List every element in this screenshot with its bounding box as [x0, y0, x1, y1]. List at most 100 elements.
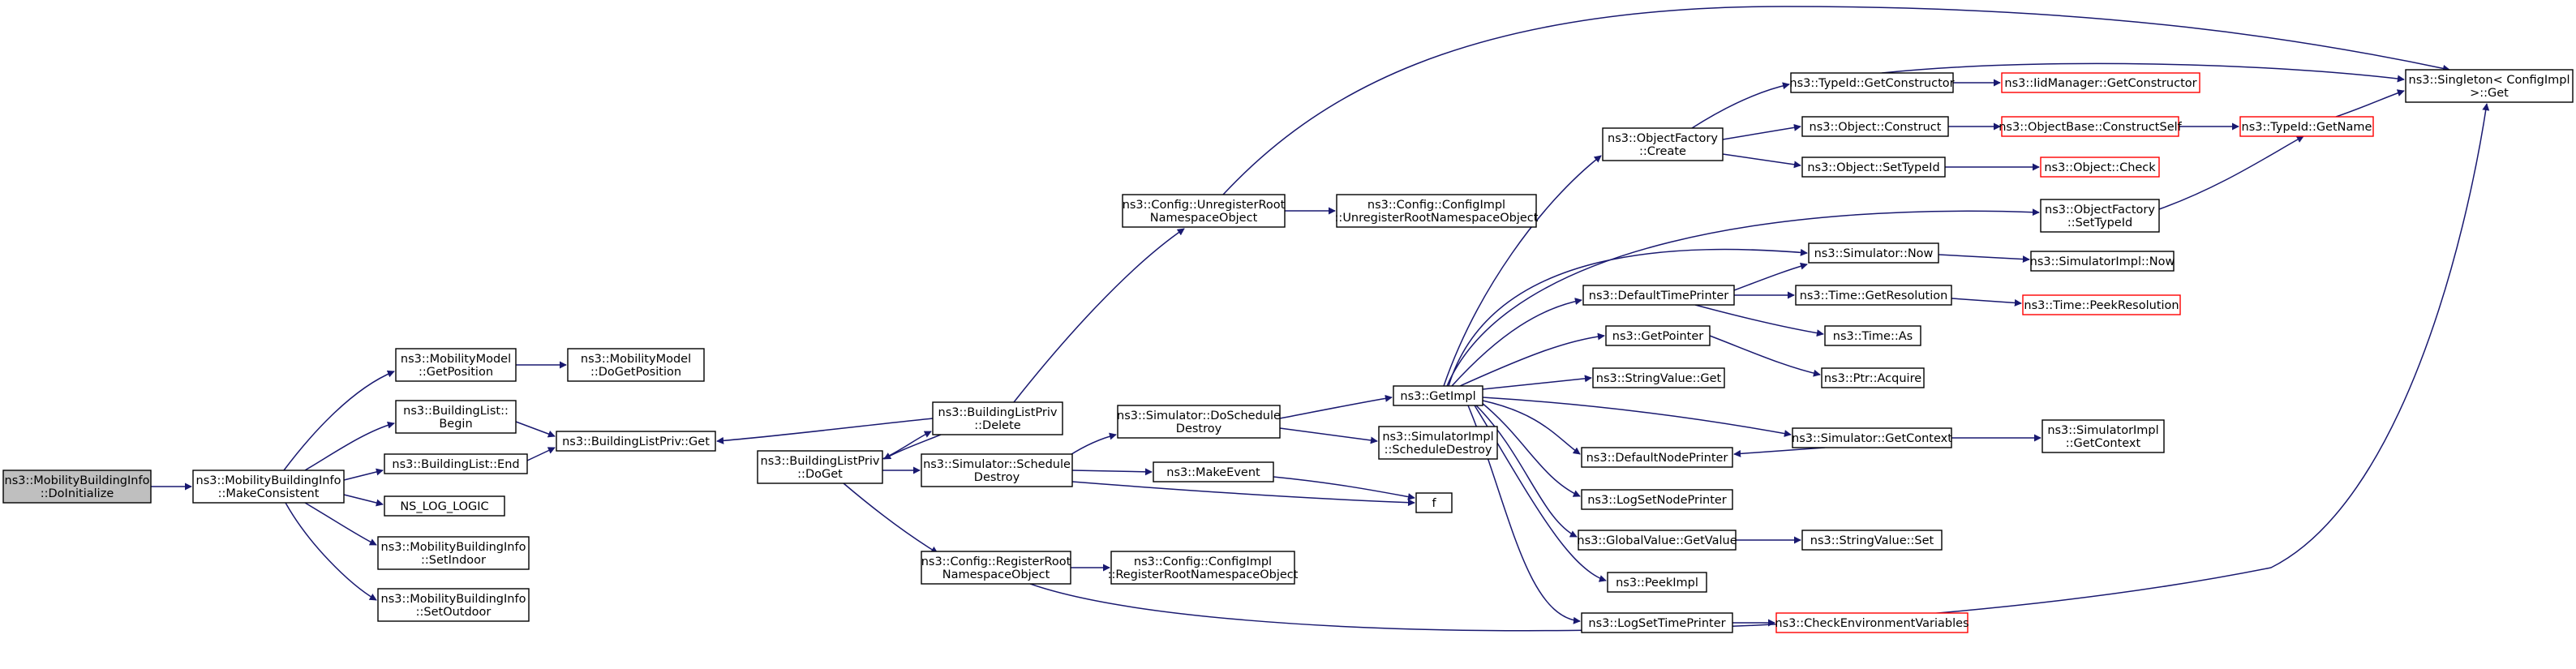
call-edge-path: [1273, 476, 1415, 500]
function-node-label: ns3::ObjectBase::ConstructSelf: [1999, 121, 2182, 134]
function-node-n45[interactable]: ns3::GlobalValue::GetValue: [1577, 530, 1737, 551]
function-node-n18[interactable]: ns3::MakeEvent: [1153, 461, 1274, 482]
call-edge-path: [1722, 153, 1801, 169]
function-node-label: Begin: [439, 418, 472, 431]
function-node-n9[interactable]: ns3::MobilityBuildingInfo::SetOutdoor: [377, 588, 530, 622]
function-node-n22[interactable]: ns3::ObjectFactory::Create: [1602, 127, 1724, 161]
function-node-n37[interactable]: ns3::Time::As: [1824, 325, 1921, 346]
call-edge-n20-n41: [1482, 397, 1792, 437]
function-node-n25[interactable]: ns3::Singleton< ConfigImpl >::Get: [2405, 69, 2574, 103]
function-node-n6[interactable]: ns3::BuildingList::End: [384, 453, 528, 474]
function-node-label: ns3::StringValue::Get: [1596, 372, 1722, 385]
function-node-box: [1110, 551, 1295, 585]
function-node-n21[interactable]: ns3::SimulatorImpl::ScheduleDestroy: [1378, 426, 1498, 460]
function-node-label: ns3::MobilityModel: [581, 353, 691, 366]
function-node-n46[interactable]: ns3::StringValue::Set: [1801, 530, 1943, 551]
call-edge-n41-n43: [1733, 447, 1826, 457]
function-node-label: ::RegisterRootNamespaceObject: [1108, 568, 1299, 581]
function-node-n16[interactable]: ns3::Config::RegisterRootNamespaceObject: [921, 551, 1071, 585]
function-node-label: ::MakeConsistent: [218, 487, 320, 500]
function-node-n11[interactable]: ns3::BuildingListPriv::Delete: [932, 401, 1063, 435]
function-node-n2[interactable]: ns3::MobilityModel::GetPosition: [395, 348, 517, 382]
function-node-n1[interactable]: ns3::MobilityBuildingInfo::MakeConsisten…: [192, 470, 345, 504]
call-edge-n15-n19: [1071, 481, 1415, 507]
call-edge-path: [1459, 332, 1605, 387]
function-node-n23[interactable]: ns3::TypeId::GetConstructor: [1789, 72, 1955, 93]
function-node-label: ::DoInitialize: [41, 487, 114, 500]
call-edge-path: [1446, 208, 2040, 387]
call-edge-n32-n33: [1938, 254, 2030, 264]
function-node-label: Destroy: [1176, 422, 1222, 435]
function-node-n32[interactable]: ns3::Simulator::Now: [1808, 242, 1939, 264]
function-node-n44[interactable]: ns3::LogSetNodePrinter: [1581, 489, 1733, 510]
call-edge-path: [304, 421, 395, 471]
function-node-n36[interactable]: ns3::Time::PeekResolution: [2022, 294, 2181, 315]
function-node-label: f: [1432, 497, 1436, 510]
function-node-n34[interactable]: ns3::DefaultTimePrinter: [1582, 285, 1735, 306]
function-node-n5[interactable]: ns3::BuildingListPriv::Get: [556, 431, 716, 452]
function-node-box: [1581, 447, 1733, 468]
function-node-n33[interactable]: ns3::SimulatorImpl::Now: [2030, 251, 2175, 272]
function-node-label: ns3::Ptr::Acquire: [1824, 372, 1921, 385]
function-node-box: [556, 431, 716, 452]
call-edge-path: [2158, 135, 2304, 210]
function-node-box: [1582, 285, 1735, 306]
function-node-n28[interactable]: ns3::TypeId::GetName: [2239, 116, 2374, 137]
function-node-n17[interactable]: ns3::Config::ConfigImpl::RegisterRootNam…: [1108, 551, 1299, 585]
function-node-label: ns3::ObjectFactory: [1608, 132, 1718, 145]
function-node-n49[interactable]: ns3::CheckEnvironmentVariables: [1775, 612, 1969, 633]
call-edge-path: [883, 434, 942, 460]
call-edge-path: [716, 418, 934, 444]
function-node-n13[interactable]: ns3::Config::ConfigImpl::UnregisterRootN…: [1335, 194, 1539, 228]
call-edge-n22-n29: [1722, 153, 1801, 169]
call-edge-n20-n32: [1448, 248, 1808, 387]
function-node-box: [2022, 294, 2181, 315]
function-node-n19[interactable]: f: [1415, 492, 1453, 513]
function-node-n39[interactable]: ns3::Ptr::Acquire: [1821, 367, 1925, 388]
function-node-n31[interactable]: ns3::ObjectFactory::SetTypeId: [2040, 199, 2160, 233]
function-node-label: ns3::GetPointer: [1612, 330, 1704, 343]
function-node-label: ::Create: [1639, 145, 1686, 158]
call-edge-n18-n19: [1273, 476, 1415, 500]
function-node-n42[interactable]: ns3::SimulatorImpl::GetContext: [2041, 419, 2165, 453]
function-node-label: ns3::Singleton< ConfigImpl: [2409, 74, 2570, 87]
function-node-n29[interactable]: ns3::Object::SetTypeId: [1801, 157, 1946, 178]
function-node-label: ns3::TypeId::GetConstructor: [1789, 77, 1954, 90]
function-node-label: ::SetTypeId: [2067, 217, 2132, 229]
call-edge-n1-n8: [304, 502, 377, 546]
function-node-n8[interactable]: ns3::MobilityBuildingInfo::SetIndoor: [377, 536, 530, 570]
function-node-n20[interactable]: ns3::GetImpl: [1393, 385, 1483, 406]
function-node-box: [2239, 116, 2374, 137]
function-node-box: [2040, 199, 2160, 233]
function-node-n0[interactable]: ns3::MobilityBuildingInfo::DoInitialize: [2, 470, 152, 504]
function-node-n7[interactable]: NS_LOG_LOGIC: [384, 495, 505, 517]
function-node-n10[interactable]: ns3::BuildingListPriv::DoGet: [757, 450, 883, 484]
function-node-n40[interactable]: ns3::StringValue::Get: [1592, 367, 1725, 388]
function-node-n43[interactable]: ns3::DefaultNodePrinter: [1581, 447, 1733, 468]
function-node-n35[interactable]: ns3::Time::GetResolution: [1795, 285, 1952, 306]
function-node-n15[interactable]: ns3::Simulator::ScheduleDestroy: [921, 453, 1073, 487]
function-node-n38[interactable]: ns3::GetPointer: [1605, 325, 1711, 346]
call-edge-path: [1279, 427, 1378, 444]
function-node-box: [921, 453, 1073, 487]
function-node-box: [2001, 72, 2200, 93]
function-node-n47[interactable]: ns3::PeekImpl: [1607, 572, 1707, 593]
function-node-n30[interactable]: ns3::Object::Check: [2040, 157, 2160, 178]
function-node-label: ns3::SimulatorImpl::Now: [2030, 255, 2175, 268]
function-node-n12[interactable]: ns3::Config::UnregisterRootNamespaceObje…: [1122, 194, 1286, 228]
function-node-n4[interactable]: ns3::BuildingList::Begin: [395, 400, 517, 434]
function-node-n26[interactable]: ns3::Object::Construct: [1801, 116, 1949, 137]
function-node-label: ns3::BuildingList::End: [392, 458, 519, 471]
function-node-box: [1393, 385, 1483, 406]
function-node-n48[interactable]: ns3::LogSetTimePrinter: [1581, 612, 1733, 633]
function-node-box: [1605, 325, 1711, 346]
function-node-n27[interactable]: ns3::ObjectBase::ConstructSelf: [1999, 116, 2183, 137]
call-edge-path: [526, 447, 556, 461]
function-node-n24[interactable]: ns3::IidManager::GetConstructor: [2001, 72, 2200, 93]
function-node-box: [932, 401, 1063, 435]
function-node-n41[interactable]: ns3::Simulator::GetContext: [1792, 427, 1952, 448]
call-edge-path: [1443, 155, 1602, 387]
function-node-n3[interactable]: ns3::MobilityModel::DoGetPosition: [567, 348, 705, 382]
function-node-box: [2030, 251, 2175, 272]
